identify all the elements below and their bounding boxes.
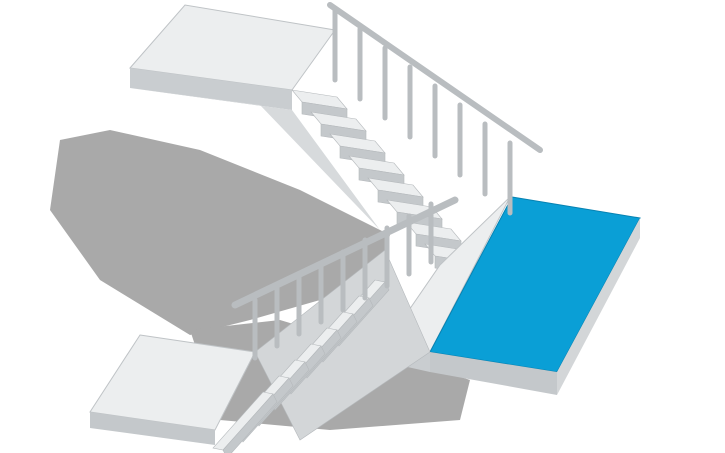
handrails <box>231 2 543 361</box>
highlight-landing-side <box>557 218 640 395</box>
upper-landing-front <box>130 68 292 110</box>
cast-shadow <box>50 130 390 335</box>
upper-handrail <box>327 2 543 153</box>
lower-landing-front <box>90 412 215 445</box>
lower-step-riser <box>222 393 278 453</box>
lower-flight <box>212 249 431 453</box>
lower-handrail <box>231 196 459 309</box>
highlight-landing-front <box>430 352 557 395</box>
